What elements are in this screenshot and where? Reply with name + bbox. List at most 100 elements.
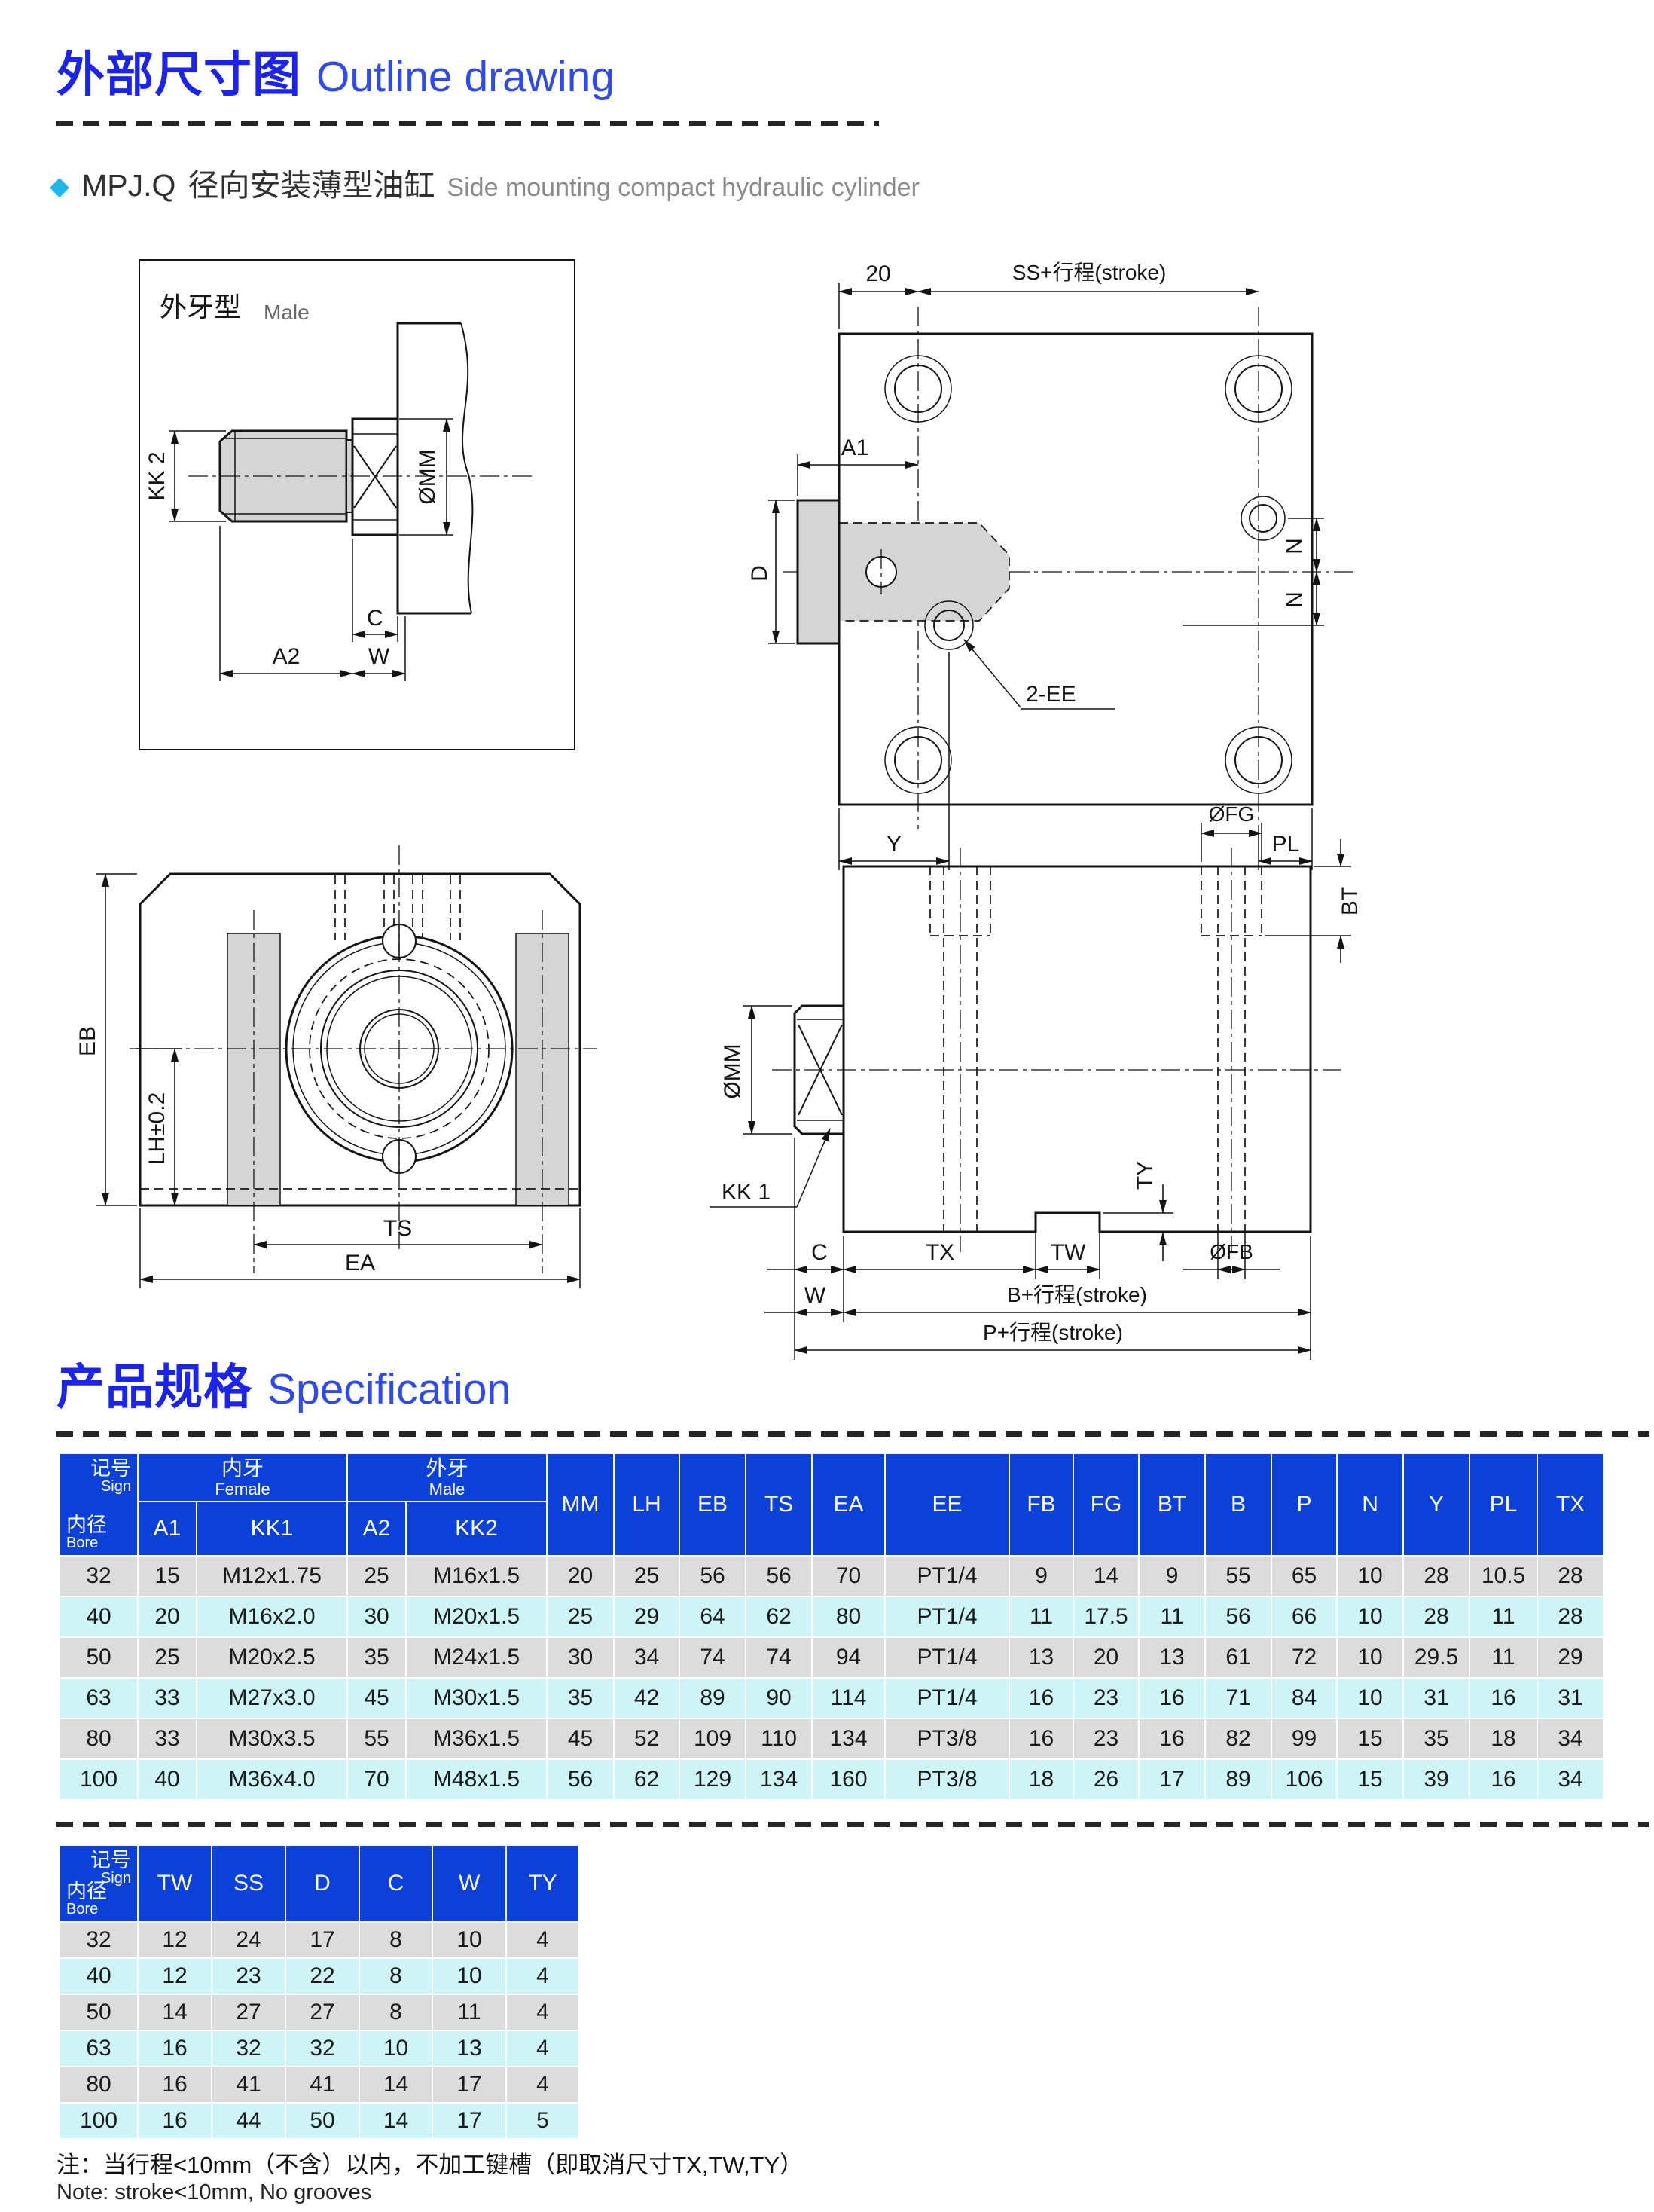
col-header-pl: PL <box>1469 1453 1539 1557</box>
table-cell: 32 <box>59 1555 139 1597</box>
table-cell: 106 <box>1271 1758 1338 1801</box>
caption-male-zh: 外牙型 <box>160 292 241 322</box>
table-cell: 16 <box>1009 1718 1075 1760</box>
table-cell: 13 <box>432 2030 507 2067</box>
detail-frame <box>139 259 575 750</box>
table-cell: 55 <box>346 1718 407 1760</box>
table-cell: 70 <box>346 1758 407 1801</box>
table-cell: 27 <box>211 1994 286 2031</box>
table-cell: M24x1.5 <box>405 1636 548 1679</box>
side-view-dimensions: ØFG BT ØMM KK 1 TY <box>710 802 1363 1360</box>
table-cell: 34 <box>1537 1758 1605 1801</box>
table-cell: 35 <box>546 1677 615 1719</box>
table-cell: PT1/4 <box>884 1596 1011 1638</box>
table-cell: 42 <box>613 1677 681 1719</box>
table-cell: 10 <box>359 2030 433 2067</box>
col-header-ea: EA <box>811 1453 887 1557</box>
table-cell: 12 <box>137 1957 212 1995</box>
dim-label-a1: A1 <box>841 435 869 460</box>
model-name-zh: 径向安装薄型油缸 <box>188 168 435 203</box>
table-cell: 50 <box>285 2102 360 2140</box>
table-cell: 56 <box>546 1758 615 1801</box>
col-header-bt: BT <box>1138 1453 1207 1557</box>
dim-label-y: Y <box>887 832 902 857</box>
table-cell: 90 <box>745 1677 813 1719</box>
sub-header-a1: A1 <box>137 1501 197 1557</box>
table-cell: 28 <box>1402 1596 1471 1638</box>
col-header-fg: FG <box>1073 1453 1140 1557</box>
table-cell: 25 <box>546 1596 615 1638</box>
table-cell: 45 <box>546 1718 615 1760</box>
table-cell: 32 <box>285 2030 360 2067</box>
table-cell: M30x3.5 <box>195 1718 349 1760</box>
dim-label-w2: W <box>804 1283 826 1308</box>
table-cell: 61 <box>1204 1636 1273 1679</box>
corner-bore-en: Bore <box>66 1535 99 1551</box>
table-cell: 33 <box>137 1718 197 1760</box>
table-cell: 16 <box>1138 1718 1207 1760</box>
top-view-geometry <box>783 307 1357 829</box>
table-cell: M48x1.5 <box>405 1758 548 1801</box>
table-cell: 89 <box>1204 1758 1273 1801</box>
table-cell: 41 <box>211 2066 286 2104</box>
col-header-lh: LH <box>613 1453 681 1557</box>
table-cell: 33 <box>137 1677 197 1719</box>
col-header-tx: TX <box>1537 1453 1605 1557</box>
table-cell: 28 <box>1537 1555 1605 1597</box>
table-cell: 74 <box>679 1636 747 1679</box>
table-cell: 25 <box>346 1555 407 1597</box>
table-cell: M12x1.75 <box>195 1555 349 1597</box>
table-cell: 28 <box>1402 1555 1471 1597</box>
table-cell: 15 <box>137 1555 197 1597</box>
page-title-zh: 外部尺寸图 <box>56 47 301 102</box>
table-cell: 23 <box>211 1957 286 1995</box>
table-cell: 20 <box>546 1555 615 1597</box>
table-cell: 32 <box>211 2030 286 2067</box>
table-cell: 15 <box>1336 1758 1405 1801</box>
table-cell: 30 <box>346 1596 407 1638</box>
table-cell: 10 <box>1336 1596 1405 1638</box>
col2-header-d: D <box>285 1844 360 1923</box>
table-cell: M20x2.5 <box>195 1636 349 1679</box>
male-thread-dimensions: KK 2 ØMM C A2 W <box>145 418 453 681</box>
table-cell: M16x2.0 <box>195 1596 349 1638</box>
table-cell: 8 <box>359 1921 433 1959</box>
table-cell: 129 <box>679 1758 747 1801</box>
drawing-male-detail: 外牙型 Male KK 2 <box>139 259 575 750</box>
note-zh: 注：当行程<10mm（不含）以内，不加工键槽（即取消尺寸TX,TW,TY） <box>56 2152 804 2178</box>
caption-male-en: Male <box>264 301 310 324</box>
table-cell: 63 <box>59 2030 139 2067</box>
table-cell: PT1/4 <box>884 1636 1011 1679</box>
col-header-ts: TS <box>745 1453 813 1557</box>
table-cell: 13 <box>1009 1636 1075 1679</box>
dim-label-fg: ØFG <box>1209 802 1255 826</box>
col-header-ee: EE <box>884 1453 1011 1557</box>
table-cell: 23 <box>1073 1677 1140 1719</box>
table-cell: 52 <box>613 1718 681 1760</box>
table-cell: 35 <box>346 1636 407 1679</box>
sub-header-a2: A2 <box>346 1501 407 1557</box>
table-cell: 80 <box>59 2066 139 2104</box>
sub-header-kk1: KK1 <box>195 1501 349 1557</box>
table-cell: 56 <box>745 1555 813 1597</box>
corner-bore-zh: 内径 <box>66 1513 107 1536</box>
table-cell: 134 <box>745 1758 813 1801</box>
table-cell: 55 <box>1204 1555 1273 1597</box>
dim-label-ea: EA <box>345 1251 375 1276</box>
table-cell: 134 <box>811 1718 887 1760</box>
table-cell: 31 <box>1402 1677 1471 1719</box>
table-cell: 13 <box>1138 1636 1207 1679</box>
table-cell: 18 <box>1009 1758 1075 1801</box>
table-cell: 10 <box>432 1921 507 1959</box>
col2-header-ty: TY <box>505 1844 580 1923</box>
table-cell: 109 <box>679 1718 747 1760</box>
drawing-side-view: ØFG BT ØMM KK 1 TY <box>710 802 1363 1360</box>
male-thread-geometry <box>188 322 535 615</box>
table-cell: 17 <box>432 2066 507 2104</box>
